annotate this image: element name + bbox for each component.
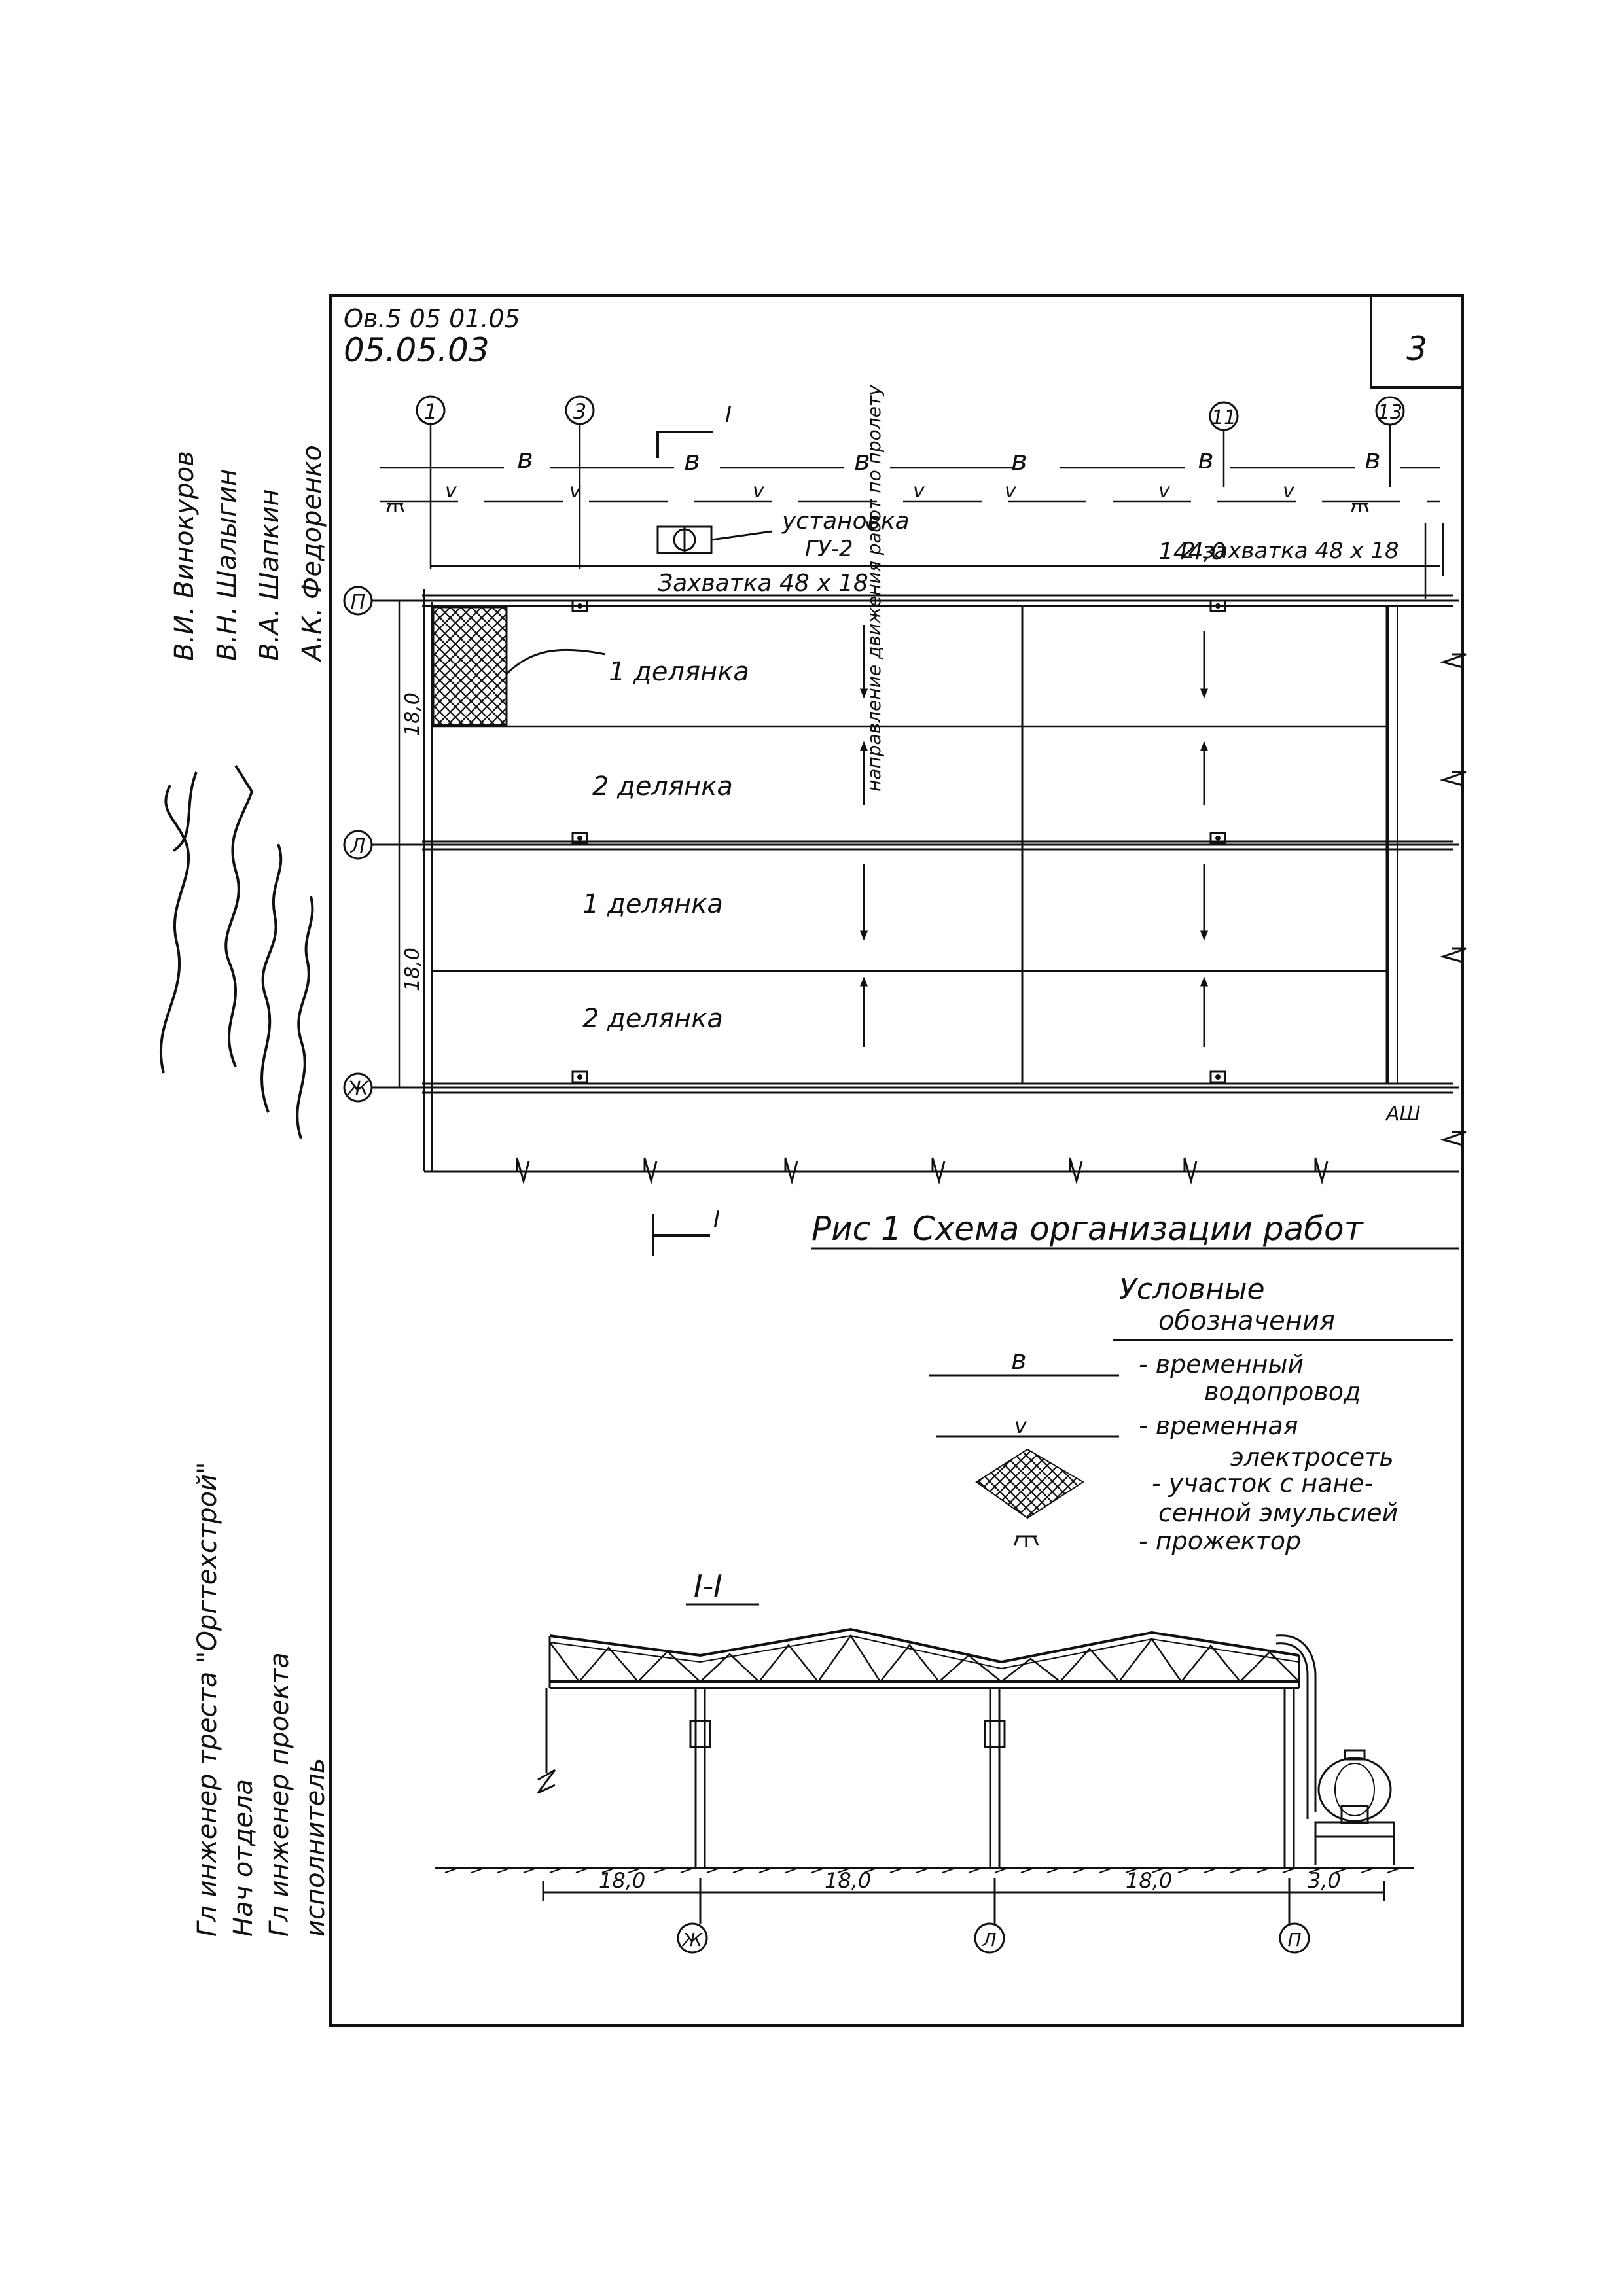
power-mark-6: v [1158,480,1171,503]
zone-1-label: Захватка 48 х 18 [658,570,868,597]
legend-power-symbol: v [1014,1413,1027,1438]
signature-4 [296,896,314,1139]
figure-caption: Рис 1 Схема организации работ [812,1210,1364,1248]
section-axis-bubble-P [1279,1922,1310,1954]
projector-icon [1351,503,1369,512]
section-axis-Zh: Ж [681,1929,704,1951]
water-mark-3: в [854,444,870,476]
page-number: 3 [1406,330,1427,368]
axis-label-Zh: Ж [346,1078,370,1101]
section-dim-4: 3,0 [1308,1868,1341,1893]
sheet-code-top: Ов.5 05 01.05 [344,304,520,333]
name-1: В.И. Винокуров [169,451,200,661]
zone-2-label: 2 захватка 48 х 18 [1181,538,1399,564]
plot-label-1-bottom: 1 делянка [582,889,723,919]
legend-projector-icon [1013,1535,1039,1547]
projector-icon [571,832,588,845]
section-mark-top: I [725,402,732,428]
emulsion-area [432,606,508,726]
legend-power-label-2: электросеть [1230,1443,1394,1472]
span-label-1: 18,0 [401,692,424,736]
section-dim-1: 18,0 [599,1868,645,1893]
length-label: 144,0 [1158,539,1226,565]
water-mark-4: в [1011,444,1027,476]
legend-hatch-label-2: сенной эмульсией [1158,1498,1398,1527]
side-block: Гл инженер треста "Оргтехстрой" Нач отде… [159,445,330,1937]
power-mark-4: v [913,480,925,503]
axis-label-L: Л [350,835,366,858]
page-number-box [1370,296,1463,389]
role-chief-engineer: Гл инженер треста "Оргтехстрой" [192,1462,223,1937]
section-title: I-I [694,1568,722,1604]
emulsion-tank-icon [1314,1749,1395,1865]
section-mark-bottom: I [713,1207,720,1233]
plot-label-2-top: 2 делянка [592,771,733,802]
projector-icon [1209,1070,1226,1084]
power-mark-3: v [753,480,765,503]
water-mark-1: в [517,442,533,474]
span-label-2: 18,0 [401,947,424,991]
axis-label-11: 11 [1211,406,1236,429]
power-mark-1: v [445,480,457,503]
installation-model: ГУ-2 [805,536,853,562]
direction-note: направление движения работ по пролету [863,385,885,792]
section-cut-bottom [652,1214,710,1256]
projector-icon [386,503,404,512]
projector-icon [1209,599,1226,612]
sheet-code: 05.05.03 [344,331,490,369]
legend-water-label-2: водопровод [1204,1377,1361,1406]
axis-label-P: П [351,591,366,614]
legend-power-label-1: - временная [1139,1411,1298,1440]
legend-water-label-1: - временный [1139,1350,1304,1379]
section-axis-bubble-L [974,1922,1005,1954]
axis-label-3: 3 [573,399,586,424]
name-3: В.А. Шапкин [255,489,285,661]
section-dim-3: 18,0 [1126,1868,1172,1893]
power-mark-2: v [569,480,582,503]
section-dim-2: 18,0 [825,1868,871,1893]
signature-1 [159,771,198,1074]
signature-2 [224,764,254,1067]
legend-hatch-label-1: - участок с нане- [1152,1469,1373,1498]
axis-label-13: 13 [1378,401,1402,424]
projector-icon [1209,832,1226,845]
installation-label: установка [781,508,910,535]
axis-label-1: 1 [424,399,437,424]
legend-hatch-icon [975,1448,1084,1519]
legend-projector-label: - прожектор [1139,1527,1301,1555]
corner-note: АШ [1385,1103,1421,1125]
role-executor: исполнитель [300,1758,330,1937]
legend-title-2: обозначения [1158,1306,1335,1336]
power-mark-7: v [1283,480,1295,503]
plot-label-2-bottom: 2 делянка [582,1004,723,1034]
legend: Условные обозначения в - временный водоп… [929,1273,1453,1555]
plot-label-1-top: 1 делянка [609,657,749,687]
section-axis-P: П [1287,1929,1301,1951]
section-axis-L: Л [982,1929,996,1951]
sheet-frame [329,294,1464,2027]
water-mark-2: в [684,444,700,476]
role-department-head: Нач отдела [228,1779,259,1937]
plan-view: 1 3 11 13 I в в в в в в v v v v v v v [343,385,1467,1185]
signature-3 [260,843,283,1113]
projector-icon [571,1070,588,1084]
water-mark-6: в [1364,443,1381,475]
water-mark-5: в [1198,443,1214,475]
legend-water-symbol: в [1011,1345,1027,1375]
section-axis-bubble-Zh [677,1922,708,1954]
projector-icon [571,599,588,612]
section-view: I-I [435,1568,1414,1954]
power-mark-5: v [1005,480,1017,503]
role-project-engineer: Гл инженер проекта [264,1652,294,1937]
installation-gu2-icon [656,525,773,554]
legend-title-1: Условные [1119,1273,1265,1306]
name-4: А.К. Федоренко [297,445,327,663]
section-cut-top [656,431,713,458]
name-2: В.Н. Шалыгин [212,469,242,661]
